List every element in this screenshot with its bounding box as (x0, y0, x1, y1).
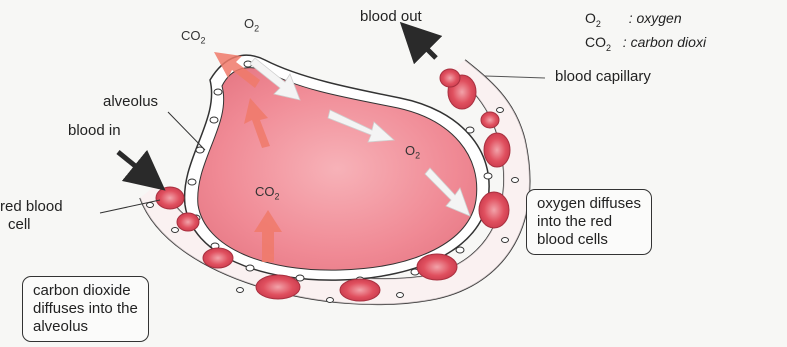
red-blood-cell-label-line1: red blood (0, 198, 63, 215)
red-blood-cell (340, 279, 380, 301)
red-blood-cell (417, 254, 457, 280)
red-blood-cell (440, 69, 460, 87)
legend-oxygen: O2 : oxygen (585, 9, 706, 33)
blood-capillary-label: blood capillary (555, 68, 651, 85)
capillary-leader (485, 76, 545, 78)
legend-carbon-dioxide: CO2 : carbon dioxi (585, 33, 706, 57)
red-blood-cell (203, 248, 233, 268)
alveolus-label: alveolus (103, 93, 158, 110)
co2-inside-label: CO2 (255, 184, 280, 202)
red-blood-cell-label-line2: cell (8, 216, 31, 233)
red-blood-cell (177, 213, 199, 231)
co2-diffuses-callout: carbon dioxide diffuses into the alveolu… (22, 276, 149, 342)
oxygen-callout-line: blood cells (537, 231, 641, 249)
co2-callout-line: diffuses into the (33, 300, 138, 318)
oxygen-callout-line: into the red (537, 213, 641, 231)
co2-top-label: CO2 (181, 28, 206, 46)
co2-callout-line: alveolus (33, 318, 138, 336)
o2-inside-label: O2 (405, 143, 420, 161)
red-blood-cell (156, 187, 184, 209)
blood-in-arrow (118, 152, 150, 178)
alveolus (198, 68, 477, 270)
blood-in-label: blood in (68, 122, 121, 139)
blood-out-arrow (414, 36, 436, 58)
red-blood-cell (484, 133, 510, 167)
red-blood-cell (256, 275, 300, 299)
alveolus-leader (168, 112, 205, 150)
red-blood-cell (479, 192, 509, 228)
legend: O2 : oxygen CO2 : carbon dioxi (585, 9, 706, 57)
red-blood-cell (481, 112, 499, 128)
co2-callout-line: carbon dioxide (33, 282, 138, 300)
oxygen-callout-line: oxygen diffuses (537, 195, 641, 213)
blood-out-label: blood out (360, 8, 422, 25)
o2-top-label: O2 (244, 16, 259, 34)
oxygen-diffuses-callout: oxygen diffuses into the red blood cells (526, 189, 652, 255)
